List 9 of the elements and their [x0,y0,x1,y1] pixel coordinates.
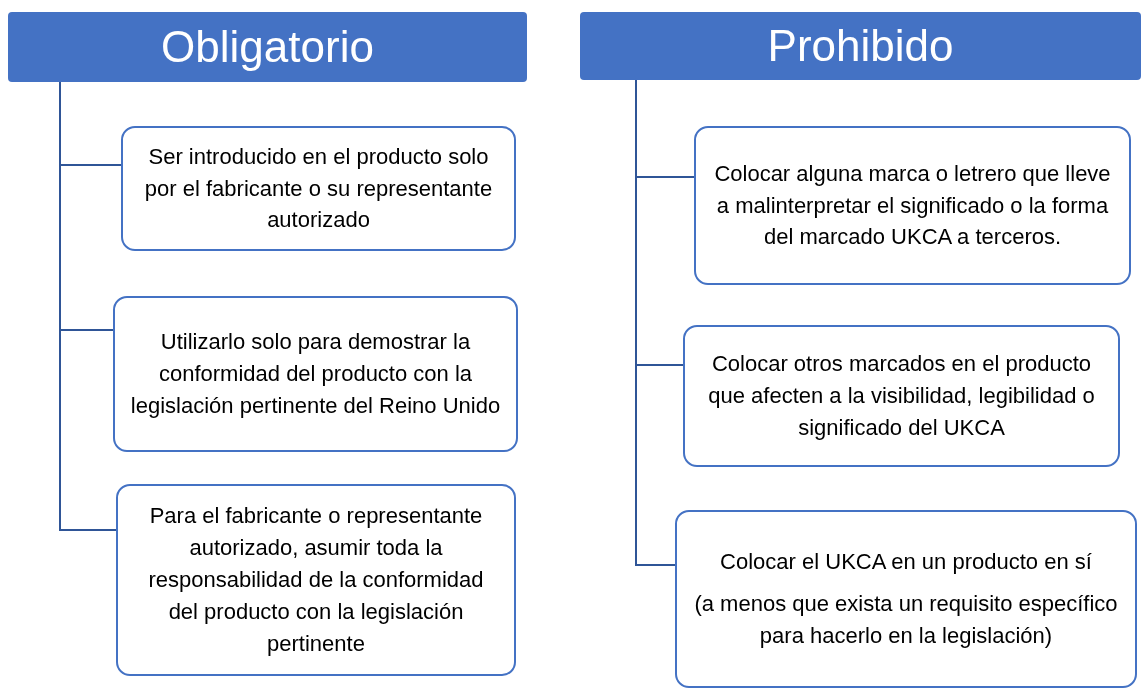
rule-text: Colocar otros marcados en el producto que afecten a la visibilidad, legibilidad o significado del UKCA [707,350,1096,442]
rule-text: Ser introducido en el producto solo por el fabricante o su representante autorizado [143,142,494,235]
rule-text: Colocar alguna marca o letrero que lleve a malinterpretar el significado o la forma del marcado UKCA a terceros. [713,159,1112,252]
rule-text: Colocar el UKCA en un producto en sí [720,548,1092,577]
rule-text: Utilizarlo solo para demostrar la conformidad del producto con la legislación pertinente del Reino Unido [129,328,502,420]
rule-text: (a menos que exista un requisito específico para hacerlo en la legislación) [693,590,1119,650]
category-header: Obligatorio [8,12,527,82]
category-header: Prohibido [580,12,1141,80]
rule-text: Para el fabricante o representante autorizado, asumir toda la responsabilidad de la conformidad del producto con la legislación pertinente [147,502,485,658]
